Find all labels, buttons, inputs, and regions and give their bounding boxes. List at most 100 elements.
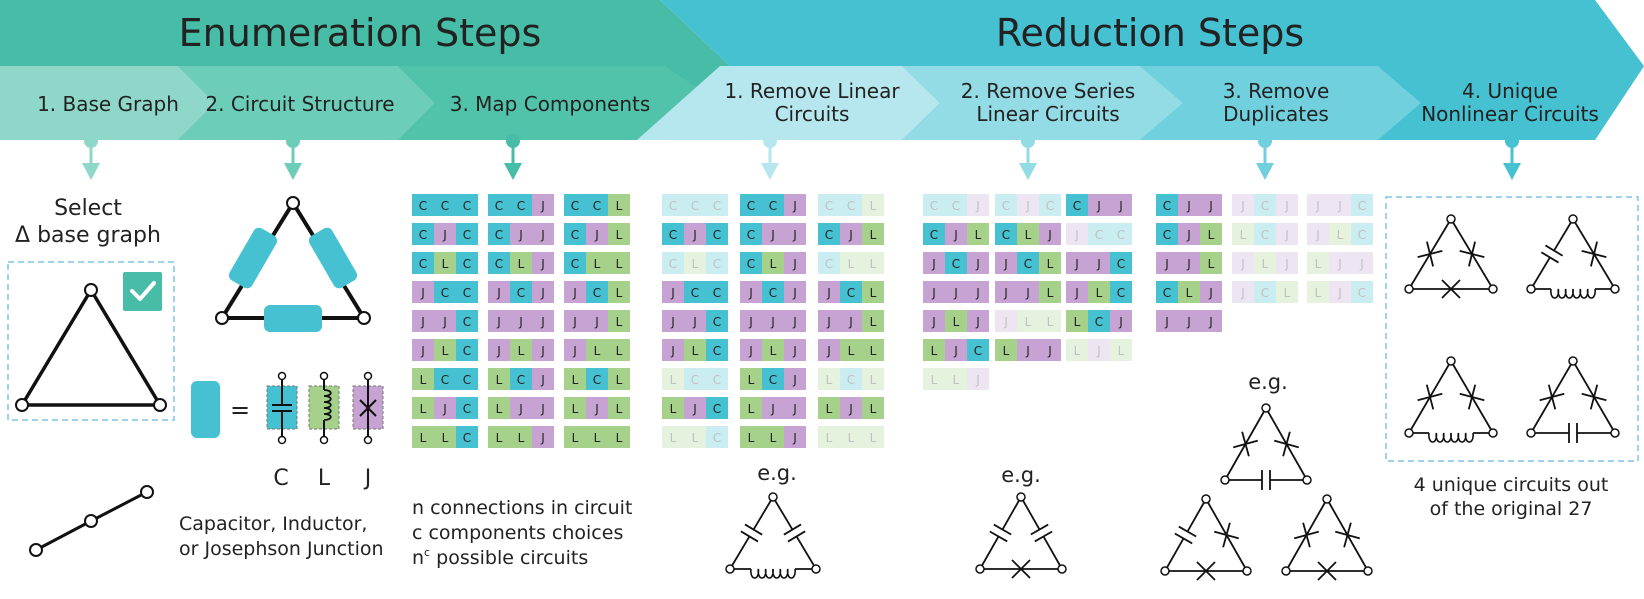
svg-text:C: C: [691, 199, 699, 213]
svg-text:J: J: [496, 344, 501, 358]
svg-text:L: L: [442, 344, 449, 358]
svg-text:J: J: [540, 199, 545, 213]
svg-text:C: C: [463, 344, 471, 358]
svg-text:J: J: [748, 344, 753, 358]
select-label-line1: Select: [54, 196, 122, 221]
svg-text:C: C: [1046, 199, 1054, 213]
unique-circuit-cjl: [1526, 214, 1620, 299]
svg-text:C: C: [1261, 228, 1269, 242]
svg-text:J: J: [826, 315, 831, 329]
step-label-7-line1: 4. Unique: [1462, 79, 1558, 103]
svg-text:L: L: [1074, 315, 1081, 329]
svg-text:C: C: [747, 257, 755, 271]
svg-text:J: J: [572, 286, 577, 300]
svg-text:L: L: [826, 431, 833, 445]
svg-text:C: C: [463, 402, 471, 416]
svg-text:L: L: [572, 402, 579, 416]
svg-text:L: L: [931, 373, 938, 387]
svg-text:L: L: [1003, 344, 1010, 358]
svg-text:L: L: [870, 228, 877, 242]
svg-text:J: J: [1074, 257, 1079, 271]
svg-text:J: J: [670, 344, 675, 358]
svg-text:L: L: [1047, 257, 1054, 271]
svg-text:J: J: [1025, 344, 1030, 358]
svg-text:C: C: [441, 199, 449, 213]
svg-text:J: J: [826, 286, 831, 300]
checkbox-checked-icon[interactable]: [123, 272, 162, 311]
svg-text:L: L: [442, 257, 449, 271]
svg-text:J: J: [1186, 199, 1191, 213]
svg-text:J: J: [975, 199, 980, 213]
components-caption-line1: Capacitor, Inductor,: [179, 513, 367, 535]
svg-text:J: J: [1315, 199, 1320, 213]
svg-text:C: C: [1024, 257, 1032, 271]
svg-text:J: J: [1315, 228, 1320, 242]
map-caption-line3: nc possible circuits: [412, 546, 588, 569]
svg-text:L: L: [496, 373, 503, 387]
svg-text:J: J: [692, 402, 697, 416]
example-circuit-jcj: [1281, 494, 1373, 581]
svg-text:J: J: [1164, 315, 1169, 329]
svg-text:L: L: [692, 431, 699, 445]
svg-text:L: L: [870, 315, 877, 329]
svg-text:J: J: [953, 228, 958, 242]
svg-text:J: J: [792, 344, 797, 358]
svg-text:C: C: [517, 286, 525, 300]
svg-text:J: J: [931, 286, 936, 300]
svg-text:L: L: [594, 431, 601, 445]
svg-text:C: C: [1117, 228, 1125, 242]
step-chevron-2: [178, 66, 435, 140]
svg-text:C: C: [713, 257, 721, 271]
svg-text:C: C: [463, 286, 471, 300]
svg-text:L: L: [616, 257, 623, 271]
svg-text:L: L: [670, 373, 677, 387]
step-chevron-1: [0, 66, 215, 140]
step-connectors: [82, 134, 1521, 180]
svg-text:J: J: [540, 315, 545, 329]
svg-text:L: L: [616, 315, 623, 329]
svg-text:J: J: [848, 228, 853, 242]
svg-text:J: J: [594, 228, 599, 242]
equals-sign: =: [230, 396, 250, 424]
svg-text:J: J: [420, 344, 425, 358]
svg-text:L: L: [1284, 286, 1291, 300]
svg-text:C: C: [747, 199, 755, 213]
svg-text:L: L: [953, 373, 960, 387]
svg-text:J: J: [1284, 257, 1289, 271]
svg-text:C: C: [769, 286, 777, 300]
svg-text:J: J: [496, 315, 501, 329]
base-graph-selection-box[interactable]: [7, 261, 175, 421]
svg-text:J: J: [770, 402, 775, 416]
unique-circuit-jjc: [1526, 356, 1620, 443]
connector-arrow-1: [82, 134, 100, 180]
svg-text:C: C: [769, 373, 777, 387]
svg-text:J: J: [1284, 199, 1289, 213]
map-caption-sup: c: [424, 546, 430, 559]
component-letter-c: C: [273, 466, 288, 491]
svg-text:J: J: [594, 315, 599, 329]
svg-text:J: J: [572, 344, 577, 358]
unique-caption-line2: of the original 27: [1430, 498, 1593, 520]
linear-base-graph: [29, 485, 154, 557]
